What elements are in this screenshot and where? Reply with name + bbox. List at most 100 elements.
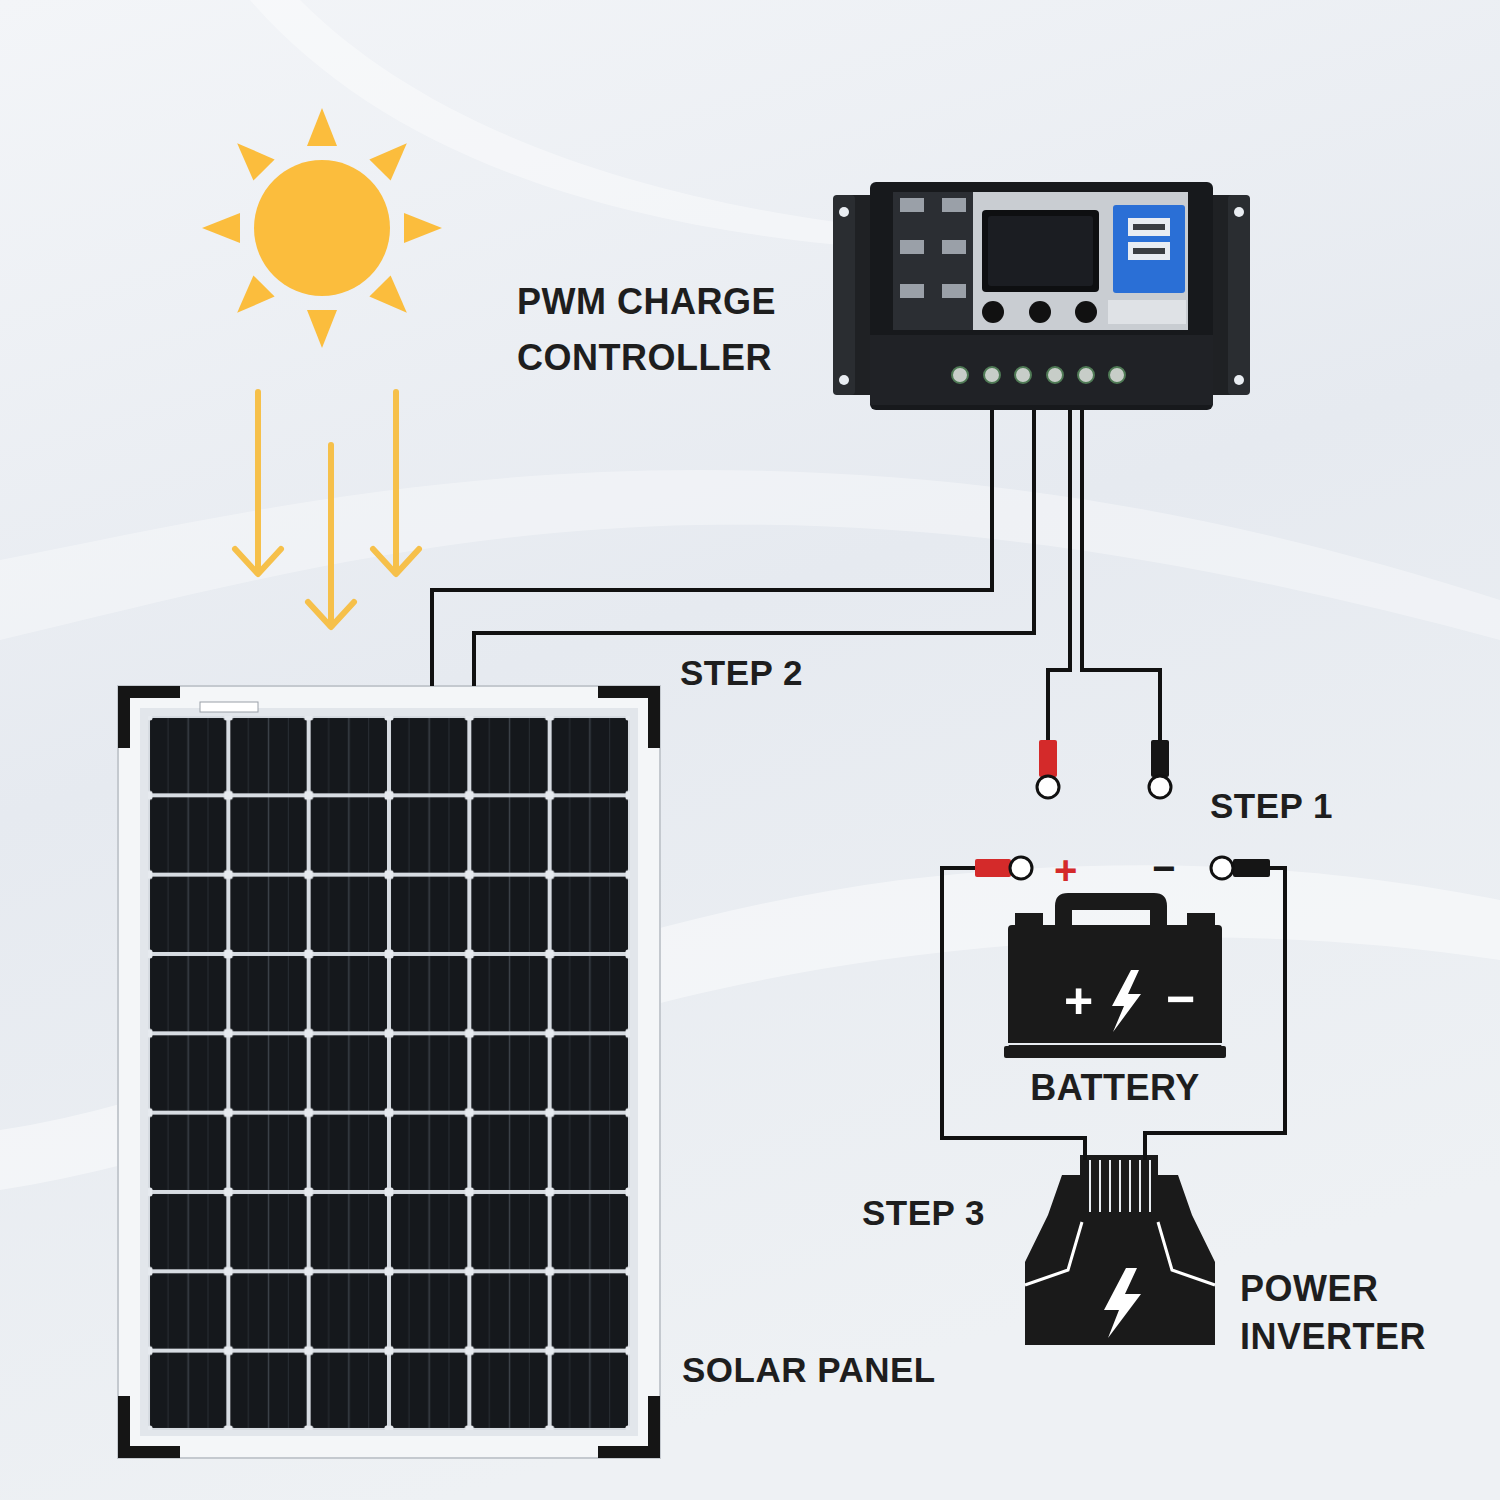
solar-panel: SOLAR PANEL	[118, 686, 660, 1458]
wire-line	[942, 1118, 1085, 1160]
power-inverter: POWER INVERTER	[1025, 1155, 1217, 1345]
sun-part	[227, 133, 275, 181]
inverter-drawing-part-part	[1109, 1160, 1111, 1212]
solar-panel-drawing-part	[118, 686, 660, 1458]
sunlight-arrows-part	[328, 445, 334, 625]
charge-controller-device-part-part	[984, 367, 1000, 383]
charge-controller-device-part	[893, 192, 1188, 330]
ring-terminal	[1037, 776, 1059, 798]
sunlight-arrows-part	[373, 549, 419, 574]
sun-part	[227, 275, 275, 323]
inverter-drawing-part-part	[1089, 1160, 1091, 1212]
battery-drawing-part-part	[1270, 868, 1285, 1118]
battery-drawing-part	[975, 859, 1011, 877]
charge-controller-device	[833, 182, 1250, 410]
wire-connector	[942, 1118, 1285, 1160]
charge-controller-device-part	[893, 192, 973, 330]
charge-controller-device-part	[833, 195, 855, 395]
sun-part	[202, 213, 240, 243]
solar-panel-drawing-part	[140, 708, 638, 1436]
ring-terminal	[1149, 776, 1171, 798]
sun-part	[369, 275, 417, 323]
charge-controller-device-part	[1128, 242, 1170, 260]
inverter-drawing-part	[1080, 1155, 1158, 1217]
charge-controller-device-part-part	[1109, 367, 1125, 383]
node-label: POWER INVERTER	[1240, 1265, 1460, 1361]
positive-mark: +	[1054, 850, 1077, 890]
inverter-drawing-part-part	[1119, 1160, 1121, 1212]
charge-controller-device-part	[839, 375, 849, 385]
battery-drawing-part	[1187, 913, 1215, 927]
step-label: STEP 3	[862, 1193, 985, 1233]
charge-controller-device-part-part	[1047, 367, 1063, 383]
inverter-drawing-part-part	[1129, 1160, 1131, 1212]
sunlight-arrows-part	[393, 392, 399, 572]
inverter-drawing-part-part	[1025, 1222, 1082, 1285]
charge-controller-device-part	[870, 182, 1213, 410]
battery-drawing-part	[1004, 1043, 1226, 1045]
solar-panel-drawing-part-part	[598, 686, 660, 748]
charge-controller-device-part	[982, 210, 1099, 292]
charge-controller-device-part	[900, 240, 924, 254]
battery-drawing-part	[1010, 857, 1032, 879]
negative-mark: −	[1152, 848, 1175, 888]
battery-drawing-part	[1112, 970, 1141, 1032]
charge-controller-device-part	[942, 240, 966, 254]
charge-controller-device-part	[942, 198, 966, 212]
wire-line	[1082, 410, 1160, 740]
node-label: BATTERY	[935, 1066, 1295, 1110]
charge-controller: PWM CHARGE CONTROLLER	[833, 182, 1250, 410]
wire-line	[1048, 410, 1070, 740]
solar-panel-drawing-part	[148, 716, 630, 1430]
charge-controller-device-part	[1128, 218, 1170, 236]
charge-controller-device-part	[982, 301, 1004, 323]
solar-panel-drawing	[118, 686, 660, 1458]
sunlight-arrows	[235, 392, 419, 627]
solar-panel-drawing-part-part	[118, 686, 180, 748]
charge-controller-device-part	[1234, 375, 1244, 385]
charge-controller-device-part	[942, 284, 966, 298]
wire-line	[432, 410, 992, 686]
solar-panel-drawing-part	[118, 686, 660, 1458]
solar-panel-drawing-part	[200, 702, 258, 712]
inverter-drawing-part	[1104, 1268, 1141, 1338]
step-label: STEP 2	[680, 653, 803, 693]
inverter-drawing-part-part	[1099, 1160, 1101, 1212]
charge-controller-device-part	[900, 284, 924, 298]
charge-controller-device-part-part	[952, 367, 968, 383]
wire-connector	[1037, 410, 1171, 798]
cable-lug	[1151, 740, 1169, 777]
inverter-drawing	[1025, 1155, 1215, 1345]
inverter-drawing-part-part	[1139, 1160, 1141, 1212]
sunlight-arrows-part	[235, 549, 281, 574]
charge-controller-device-part	[900, 198, 924, 212]
charge-controller-device-part	[1075, 301, 1097, 323]
charge-controller-device-part-part	[1015, 367, 1031, 383]
battery-drawing-part	[1008, 925, 1222, 1047]
sunlight-arrows-part	[255, 392, 261, 572]
background-part	[0, 470, 1500, 640]
battery-drawing-part	[1015, 913, 1043, 927]
inverter-drawing-part	[1090, 1160, 1150, 1212]
sun-part	[307, 108, 337, 146]
wire-line	[474, 410, 1034, 686]
wire-line	[1145, 1118, 1285, 1160]
inverter-drawing-part	[1025, 1222, 1215, 1285]
inverter-drawing-part-part	[1149, 1160, 1151, 1212]
charge-controller-device-part	[1234, 207, 1244, 217]
cable-lug	[1039, 740, 1057, 777]
charge-controller-device-part	[1113, 205, 1185, 293]
solar-panel-drawing-part-part	[598, 1396, 660, 1458]
battery-drawing-part-part	[942, 868, 975, 1118]
charge-controller-device-part	[1133, 248, 1165, 254]
sunlight-arrows-part	[308, 602, 354, 627]
charge-controller-device-part	[988, 216, 1093, 286]
battery-drawing-part	[1233, 859, 1270, 877]
sun	[202, 108, 442, 348]
charge-controller-device-part-part	[1078, 367, 1094, 383]
solar-panel-drawing-part-part	[118, 1396, 180, 1458]
battery-drawing-part	[1004, 1046, 1226, 1058]
battery-plus-symbol: +	[1064, 976, 1093, 1026]
